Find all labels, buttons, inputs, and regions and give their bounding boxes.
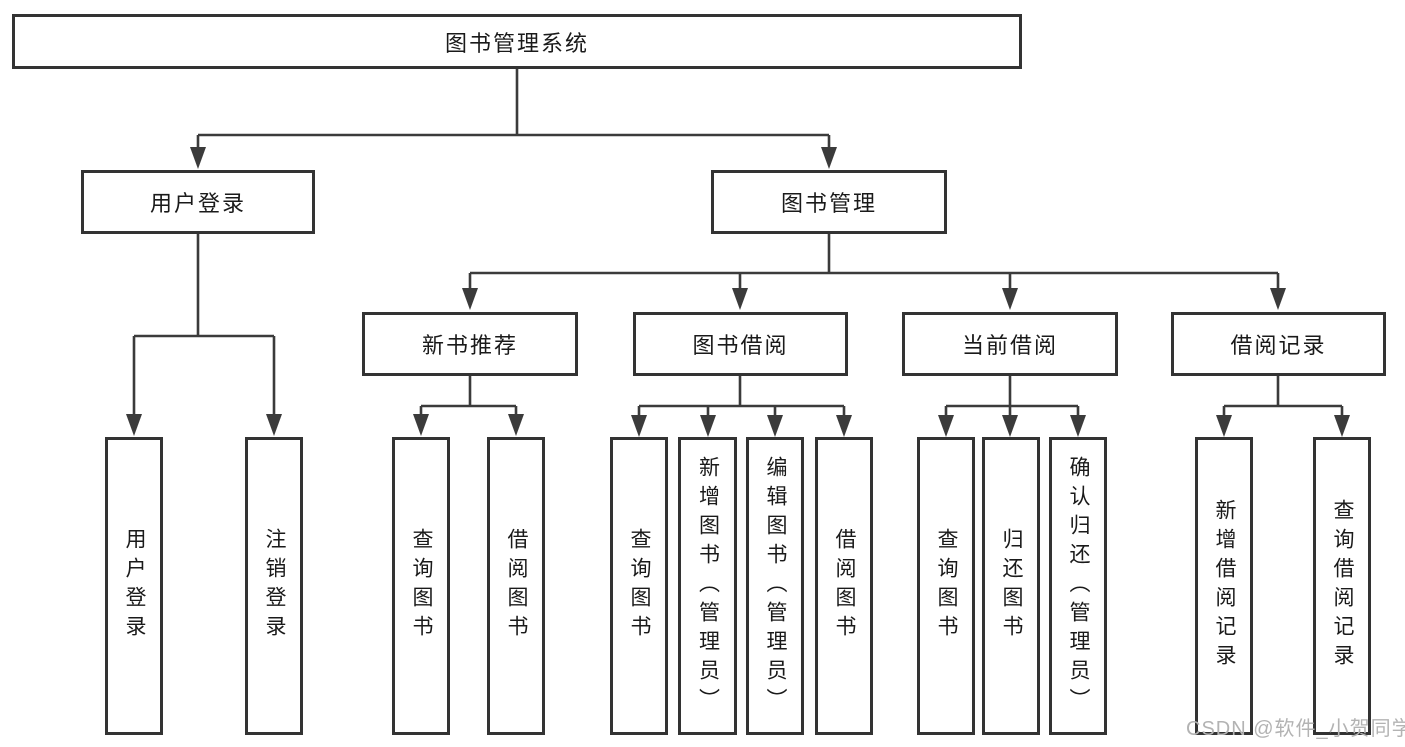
leaf-record-query-borrow-record: 查询借阅记录: [1313, 437, 1371, 735]
leaf-user-login: 用户登录: [105, 437, 163, 735]
node-book-management: 图书管理: [711, 170, 947, 234]
node-label: 新书推荐: [421, 333, 518, 358]
node-label: 用户登录: [149, 191, 246, 216]
node-label: 图书借阅: [692, 333, 789, 358]
leaf-record-add-borrow-record: 新增借阅记录: [1195, 437, 1253, 735]
leaf-borrow-borrow-books: 借阅图书: [815, 437, 873, 735]
node-label: 图书管理: [780, 191, 877, 216]
csdn-watermark: CSDN @软件_小贺同学: [1186, 718, 1405, 740]
leaf-newbook-query-books: 查询图书: [392, 437, 450, 735]
tree-edges: [132, 69, 1344, 417]
leaf-borrow-add-books-admin: 新增图书（管理员）: [678, 437, 737, 735]
leaf-newbook-borrow-books: 借阅图书: [487, 437, 545, 735]
node-label: 编辑图书（管理员）: [764, 455, 788, 717]
leaf-current-query-books: 查询图书: [917, 437, 975, 735]
leaf-current-return-books: 归还图书: [982, 437, 1040, 735]
node-current-borrow: 当前借阅: [902, 312, 1118, 376]
node-label: 借阅记录: [1230, 333, 1327, 358]
node-label: 查询图书: [935, 528, 959, 644]
node-label: 注销登录: [263, 528, 287, 644]
node-label: 图书管理系统: [444, 30, 589, 56]
leaf-borrow-edit-books-admin: 编辑图书（管理员）: [746, 437, 804, 735]
node-book-borrow: 图书借阅: [633, 312, 848, 376]
node-label: 归还图书: [1000, 528, 1024, 644]
node-user-login: 用户登录: [81, 170, 315, 234]
node-label: 新增借阅记录: [1213, 499, 1237, 673]
node-label: 确认归还（管理员）: [1067, 455, 1091, 717]
node-borrow-record: 借阅记录: [1171, 312, 1386, 376]
node-label: 借阅图书: [833, 528, 857, 644]
node-new-book-recommend: 新书推荐: [362, 312, 578, 376]
node-label: 查询借阅记录: [1331, 499, 1355, 673]
node-label: 新增图书（管理员）: [696, 455, 720, 717]
leaf-borrow-query-books: 查询图书: [610, 437, 668, 735]
node-label: 用户登录: [123, 528, 147, 644]
node-label: 借阅图书: [505, 528, 529, 644]
node-label: 当前借阅: [961, 333, 1058, 358]
arrowheads: [126, 147, 1350, 437]
node-label: 查询图书: [628, 528, 652, 644]
leaf-current-confirm-return-admin: 确认归还（管理员）: [1049, 437, 1107, 735]
node-label: 查询图书: [410, 528, 434, 644]
leaf-logout: 注销登录: [245, 437, 303, 735]
node-library-management-system: 图书管理系统: [12, 14, 1022, 69]
